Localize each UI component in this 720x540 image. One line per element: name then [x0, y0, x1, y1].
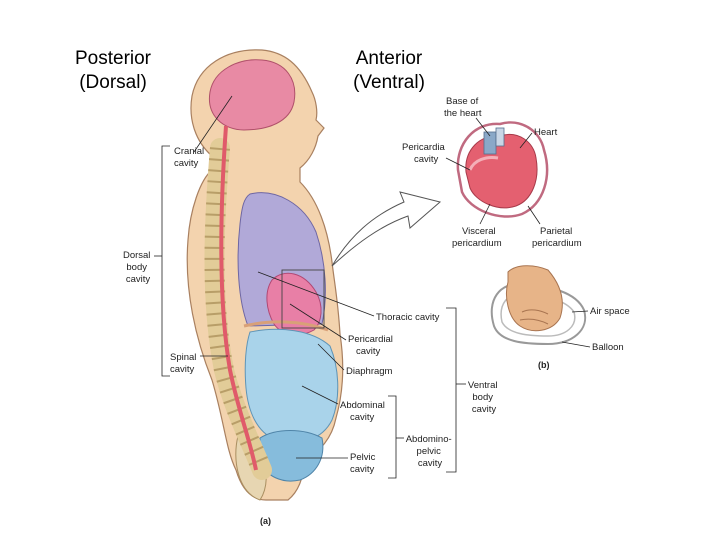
visceral-label: Visceral pericardium — [452, 226, 502, 249]
pericardial-label: Pericardial cavity — [348, 334, 396, 357]
spinal-label: Spinal cavity — [170, 352, 199, 375]
ventral-line: (Ventral) — [353, 72, 425, 93]
anterior-line: Anterior — [355, 48, 423, 69]
balloon-label: Balloon — [592, 342, 624, 353]
pericardia-cavity-label: Pericardia cavity — [402, 142, 447, 165]
ventral-bracket — [446, 307, 457, 473]
panel-a-label: (a) — [260, 516, 271, 526]
pelvic-label: Pelvic cavity — [350, 452, 378, 475]
panel-b-label: (b) — [538, 360, 550, 370]
posterior-line: Posterior — [74, 48, 152, 69]
ventral-label: Ventral body cavity — [468, 380, 500, 415]
parietal-label: Parietal pericardium — [532, 226, 582, 249]
abdominal-cavity-shape — [244, 328, 339, 443]
cranial-label: Cranial cavity — [174, 146, 207, 169]
diaphragm-shape — [243, 320, 329, 332]
posterior-dorsal-heading: Posterior (Dorsal) — [58, 47, 168, 95]
heart-illustration — [456, 121, 549, 218]
base-heart-label: Base of the heart — [444, 96, 482, 119]
cross-section-box — [281, 269, 325, 329]
air-space-label: Air space — [590, 306, 630, 317]
dorsal-line: (Dorsal) — [79, 72, 147, 93]
dorsal-bracket — [161, 145, 170, 377]
pelvic-cavity-shape — [259, 430, 324, 482]
pericardial-cavity-shape — [266, 272, 322, 336]
abdominopelvic-label: Abdomino- pelvic cavity — [406, 434, 455, 469]
anterior-ventral-heading: Anterior (Ventral) — [334, 47, 444, 95]
dorsal-label: Dorsal body cavity — [123, 250, 153, 285]
fist-in-balloon-illustration — [490, 265, 587, 346]
abdominal-label: Abdominal cavity — [340, 400, 388, 423]
abdominopelvic-bracket — [388, 395, 397, 479]
spinal-cavity-shape — [219, 125, 258, 471]
thoracic-label: Thoracic cavity — [376, 312, 440, 323]
zoom-arrow — [331, 191, 442, 267]
heart-label: Heart — [534, 127, 558, 138]
diaphragm-label: Diaphragm — [346, 366, 393, 377]
